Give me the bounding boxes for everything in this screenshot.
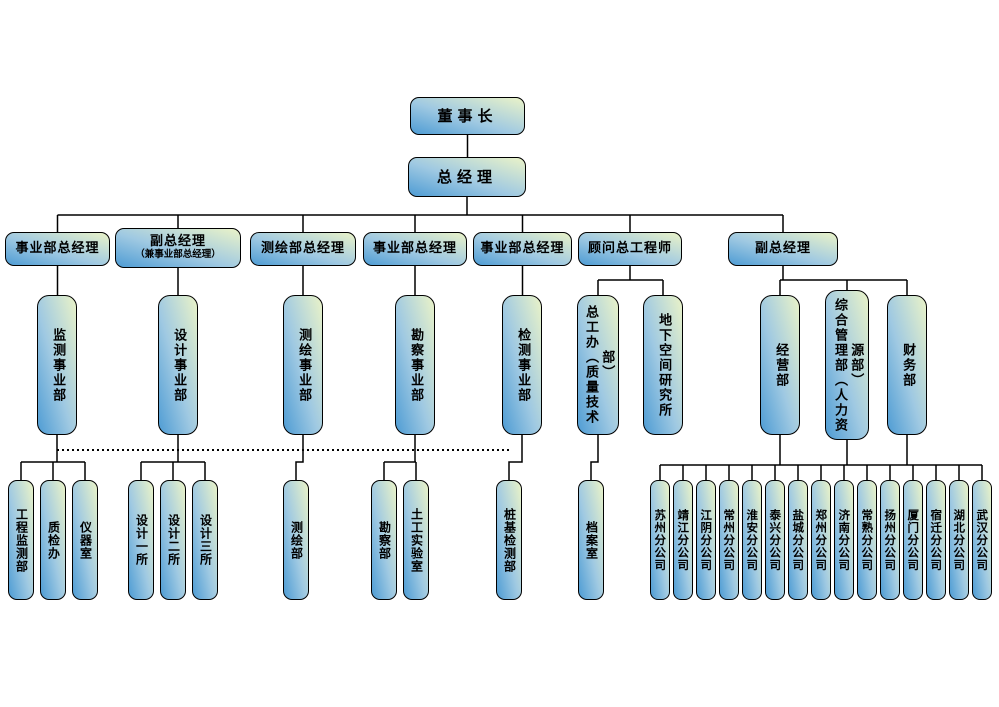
org-node-general-manager: 总经理 <box>408 157 526 197</box>
org-node-branch-jingjiang: 靖江分公司 <box>673 480 693 600</box>
org-node-prospecting-dept: 勘察部 <box>371 480 397 600</box>
org-node-design-institute-2: 设计二所 <box>160 480 186 600</box>
org-node-label: 苏州分公司 <box>653 508 668 572</box>
org-node-surveying-mapping-division: 测绘事业部 <box>283 295 323 435</box>
org-node-label: 设计事业部 <box>171 327 187 403</box>
org-node-label: 测绘事业部 <box>296 327 312 403</box>
org-node-label: 监测事业部 <box>50 327 66 403</box>
org-node-branch-yancheng: 盐城分公司 <box>788 480 808 600</box>
org-node-label: 湖北分公司 <box>952 508 967 572</box>
org-node-label: 测绘部 <box>289 520 304 560</box>
org-node-surveying-dept-gm: 测绘部总经理 <box>250 232 356 266</box>
org-node-quality-inspection-office: 质检办 <box>40 480 66 600</box>
org-node-branch-wuhan: 武汉分公司 <box>972 480 992 600</box>
org-node-label: 检测事业部 <box>515 327 531 403</box>
org-node-label: 武汉分公司 <box>975 508 990 572</box>
org-node-label: 地下空间研究所 <box>656 312 672 418</box>
org-node-division-gm-3: 事业部总经理 <box>473 232 572 266</box>
org-node-instrument-room: 仪器室 <box>72 480 98 600</box>
org-node-label: 土工实验室 <box>409 507 424 573</box>
org-node-label: 厦门分公司 <box>906 508 921 572</box>
org-node-label: 郑州分公司 <box>814 508 829 572</box>
org-node-underground-space-institute: 地下空间研究所 <box>643 295 683 435</box>
org-node-design-institute-3: 设计三所 <box>192 480 218 600</box>
org-node-label: 济南分公司 <box>837 508 852 572</box>
org-node-branch-jiangyin: 江阴分公司 <box>696 480 716 600</box>
org-node-label: 淮安分公司 <box>745 508 760 572</box>
org-node-business-dept: 经营部 <box>760 295 800 435</box>
org-node-branch-taixing: 泰兴分公司 <box>765 480 785 600</box>
org-node-branch-hubei: 湖北分公司 <box>949 480 969 600</box>
org-node-label: 江阴分公司 <box>699 508 714 572</box>
org-node-deputy-gm: 副总经理 <box>728 232 838 266</box>
org-node-label: 靖江分公司 <box>676 508 691 572</box>
org-node-branch-yangzhou: 扬州分公司 <box>880 480 900 600</box>
org-node-label: 综合管理部（人力资源部） <box>832 297 864 433</box>
org-node-deputy-gm-concurrent: 副总经理 （兼事业部总经理） <box>115 228 241 268</box>
org-node-consultant-chief-engineer: 顾问总工程师 <box>578 232 682 266</box>
org-node-pile-testing-dept: 桩基检测部 <box>496 480 522 600</box>
org-node-label: 仪器室 <box>78 520 93 560</box>
org-node-branch-changshu: 常熟分公司 <box>857 480 877 600</box>
org-node-label: 勘察事业部 <box>408 327 424 403</box>
org-node-monitoring-division: 监测事业部 <box>37 295 77 435</box>
org-node-branch-changzhou: 常州分公司 <box>719 480 739 600</box>
org-node-prospecting-division: 勘察事业部 <box>395 295 435 435</box>
org-node-branch-huaian: 淮安分公司 <box>742 480 762 600</box>
org-node-label: 财务部 <box>900 342 916 388</box>
org-node-branch-suqian: 宿迁分公司 <box>926 480 946 600</box>
org-node-label: 副总经理 <box>149 234 206 250</box>
org-node-design-division: 设计事业部 <box>158 295 198 435</box>
org-node-chairman: 董事长 <box>410 97 525 135</box>
org-node-label: 常熟分公司 <box>860 508 875 572</box>
org-node-label: 设计一所 <box>134 514 149 566</box>
org-node-label: 常州分公司 <box>722 508 737 572</box>
org-node-branch-suzhou: 苏州分公司 <box>650 480 670 600</box>
org-node-archives-room: 档案室 <box>578 480 604 600</box>
org-node-surveying-dept: 测绘部 <box>283 480 309 600</box>
org-node-branch-jinan: 济南分公司 <box>834 480 854 600</box>
org-node-label: 总工办（质量技术部） <box>583 305 615 425</box>
org-node-label: 盐城分公司 <box>791 508 806 572</box>
org-node-label: 经营部 <box>773 342 789 388</box>
org-node-label: 扬州分公司 <box>883 508 898 572</box>
org-node-label: 勘察部 <box>377 520 392 560</box>
org-node-label: 泰兴分公司 <box>768 508 783 572</box>
org-node-label: 桩基检测部 <box>502 507 517 573</box>
org-node-design-institute-1: 设计一所 <box>128 480 154 600</box>
org-node-label: 质检办 <box>46 520 61 560</box>
org-node-label: 设计二所 <box>166 514 181 566</box>
org-node-label: 档案室 <box>584 520 599 560</box>
org-node-finance-dept: 财务部 <box>887 295 927 435</box>
org-node-division-gm-2: 事业部总经理 <box>363 232 467 266</box>
org-node-branch-xiamen: 厦门分公司 <box>903 480 923 600</box>
org-node-chief-engineer-office: 总工办（质量技术部） <box>577 295 619 435</box>
org-node-label: 宿迁分公司 <box>929 508 944 572</box>
org-node-soil-lab: 土工实验室 <box>403 480 429 600</box>
org-node-testing-division: 检测事业部 <box>502 295 542 435</box>
org-node-label: 工程监测部 <box>14 507 29 573</box>
org-node-engineering-monitoring-dept: 工程监测部 <box>8 480 34 600</box>
org-node-sublabel: （兼事业部总经理） <box>135 249 221 260</box>
org-node-division-gm-1: 事业部总经理 <box>5 232 110 266</box>
org-node-label: 设计三所 <box>198 514 213 566</box>
org-node-general-admin-hr-dept: 综合管理部（人力资源部） <box>825 290 869 440</box>
org-node-branch-zhengzhou: 郑州分公司 <box>811 480 831 600</box>
